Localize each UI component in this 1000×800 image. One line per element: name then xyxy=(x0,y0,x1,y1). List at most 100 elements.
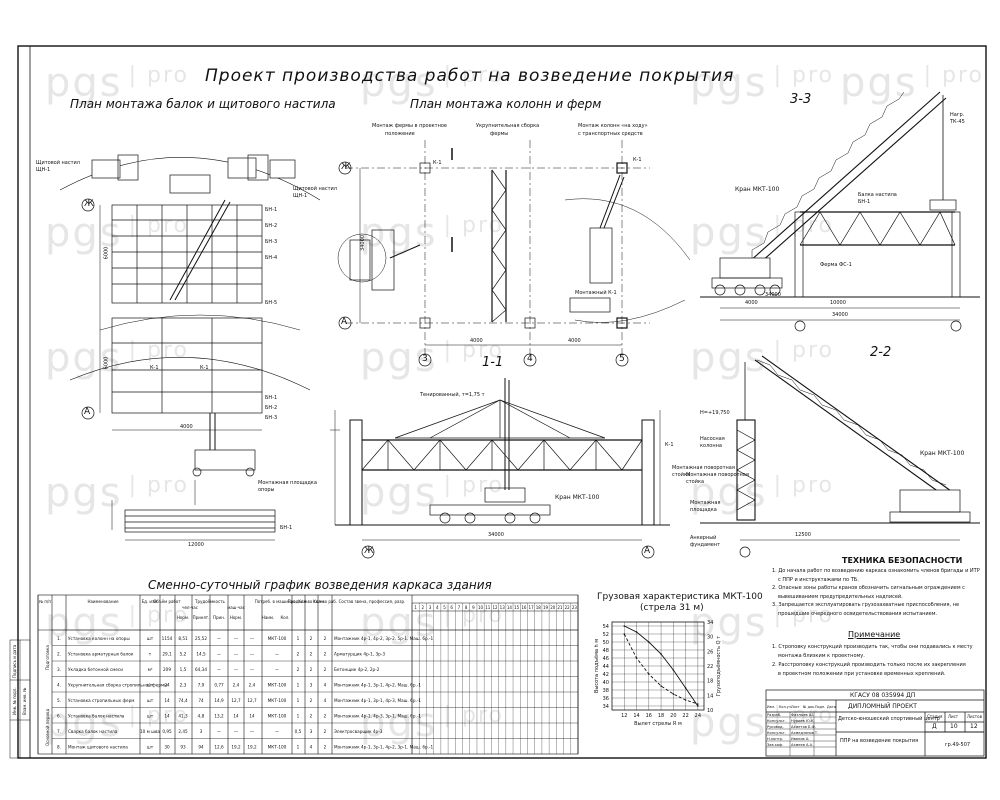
axis-5: 5 xyxy=(619,354,625,364)
day-number: 11 xyxy=(485,605,491,610)
section-3-3-dim-a: 4000 xyxy=(745,300,758,306)
row-duration: 1 xyxy=(297,698,300,703)
watermark-main: pgs xyxy=(690,470,768,516)
watermark-pro: | pro xyxy=(773,603,835,628)
row-labor-norm: 8,51 xyxy=(178,636,188,641)
sheet-frame xyxy=(17,45,987,759)
row-duration: 1 xyxy=(297,713,300,718)
day-number: 19 xyxy=(543,605,549,610)
watermark-pro: | pro xyxy=(128,213,190,238)
plan-columns-h1: Монтаж фермы в проектное xyxy=(372,123,447,129)
row-machine-name: — xyxy=(275,729,279,734)
beam-label-5: БН-5 xyxy=(265,300,278,306)
watermark-main: pgs xyxy=(45,600,123,646)
schedule-side-label-prep: Подготовка xyxy=(45,645,50,670)
watermark-pro: | pro xyxy=(443,703,505,728)
schedule-header: Кол-во раб. xyxy=(313,599,337,604)
watermark-pro: | pro xyxy=(443,338,505,363)
day-number: 15 xyxy=(514,605,520,610)
row-labor-accepted: 7,9 xyxy=(198,682,205,687)
safety-item: с ППР и инструктажами по ТБ. xyxy=(778,576,859,583)
row-workers: 2 xyxy=(324,667,327,672)
row-crew: Монтажник 4р-1, 4р-2, 3р-2, 5р-1. Маш. 6… xyxy=(334,636,433,641)
section-2-2-label1: Насосная xyxy=(700,436,725,442)
watermark-pro: | pro xyxy=(443,603,505,628)
schedule-header: Принят. xyxy=(193,615,210,620)
plan-beams-title: План монтажа балок и щитового настила xyxy=(70,97,336,111)
stamp-code: КГАСУ 08 035994 ДП xyxy=(850,692,916,699)
row-duration: 0,5 xyxy=(295,729,302,734)
day-number: 9 xyxy=(472,605,475,610)
row-number: 7. xyxy=(57,729,61,734)
chart-y2-tick: 34 xyxy=(707,620,713,626)
chart-point xyxy=(660,685,662,687)
day-number: 10 xyxy=(478,605,484,610)
watermark-pro: | pro xyxy=(923,63,985,88)
safety-item: 3. Запрещается эксплуатировать грузозахв… xyxy=(772,602,960,608)
stamp-role: Консульт. xyxy=(767,719,786,723)
section-2-2-label5: Монтажная xyxy=(690,500,721,506)
row-workers: 2 xyxy=(324,729,327,734)
dim-4000: 4000 xyxy=(180,424,193,430)
row-unit: шт xyxy=(147,744,154,749)
schedule-title: Сменно-суточный график возведения каркас… xyxy=(148,578,492,592)
dim-6000-a: 6000 xyxy=(103,246,110,260)
section-3-3-top2: ТК-45 xyxy=(950,119,965,125)
row-crew: Монтажник 4р-1, 3р-1, 4р-2, 3р-1. Маш. 6… xyxy=(334,744,433,749)
row-labor-norm: 41,3 xyxy=(178,713,188,718)
day-number: 16 xyxy=(521,605,527,610)
watermark: pgs| pro xyxy=(690,700,834,746)
row-machine-accepted-2: 14 xyxy=(249,713,255,718)
row-unit: 10 м шва xyxy=(140,729,160,734)
watermark-main: pgs xyxy=(45,335,123,381)
row-machine-accepted: 19,2 xyxy=(231,744,241,749)
watermark-main: pgs xyxy=(690,600,768,646)
chart-subtitle: (стрела 31 м) xyxy=(640,603,704,613)
stamp-column-header: № док. xyxy=(803,705,816,709)
day-number: 13 xyxy=(500,605,506,610)
stack-right-label: Щитовой настил xyxy=(293,186,337,192)
row-machine-accepted-2: 2,4 xyxy=(249,682,256,687)
row-machine-accepted: 12,7 xyxy=(231,698,241,703)
stamp-building: Детско-юношеский спортивный центр xyxy=(838,716,940,722)
row-unit: шт xyxy=(147,713,154,718)
watermark: pgs| pro xyxy=(45,600,189,646)
row-labor-accepted: 3 xyxy=(200,729,203,734)
stamp-sheets-h: Листов xyxy=(967,714,982,719)
schedule-header: № п/п xyxy=(39,599,51,604)
schedule-header: чел-час xyxy=(182,605,198,610)
row-labor-accepted: 74 xyxy=(198,698,204,703)
row-labor-accepted: 25,52 xyxy=(195,636,207,641)
chart-y2-tick: 26 xyxy=(707,649,713,655)
section-1-1-axis-zh: Ж xyxy=(364,546,374,556)
plan-columns-dim: 34000 xyxy=(359,235,366,251)
section-3-3-title: 3-3 xyxy=(790,92,812,107)
schedule-header: Состав звена, профессия, разр. xyxy=(339,599,406,604)
chart-point xyxy=(697,705,699,707)
row-number: 6. xyxy=(57,713,61,718)
row-machine-name: МКТ-100 xyxy=(268,744,287,749)
section-1-1-roof: Тенированный, т=1,75 т xyxy=(420,392,485,398)
stack-label: Щитовой настил xyxy=(36,160,80,166)
row-shifts: 2 xyxy=(310,667,313,672)
row-machine-norm: — xyxy=(217,636,221,641)
watermark-main: pgs xyxy=(45,210,123,256)
stack-mark: ЩН-1 xyxy=(36,167,51,173)
row-labor-accepted: 14,5 xyxy=(196,651,206,656)
row-workers: 2 xyxy=(324,651,327,656)
schedule-header: Ед. изм. xyxy=(142,599,159,604)
row-machine-name: МКТ-100 xyxy=(268,682,287,687)
section-2-2-label8: фундамент xyxy=(690,542,721,548)
stamp-stage-h: Стадия xyxy=(927,714,943,719)
stamp-role: Руковод. xyxy=(767,725,784,729)
day-number: 4 xyxy=(436,605,439,610)
watermark-main: pgs xyxy=(45,60,123,106)
schedule-header: Наим. xyxy=(262,615,274,620)
section-2-2-label3: Монтажная поворотная xyxy=(686,472,749,478)
day-number: 2 xyxy=(422,605,425,610)
row-volume: 14 xyxy=(164,698,170,703)
beam-label-7: БН-2 xyxy=(265,405,278,411)
plan-columns-h2b: фермы xyxy=(490,131,509,137)
stamp-role: Разраб. xyxy=(767,713,782,717)
row-volume: 24 xyxy=(164,682,170,687)
